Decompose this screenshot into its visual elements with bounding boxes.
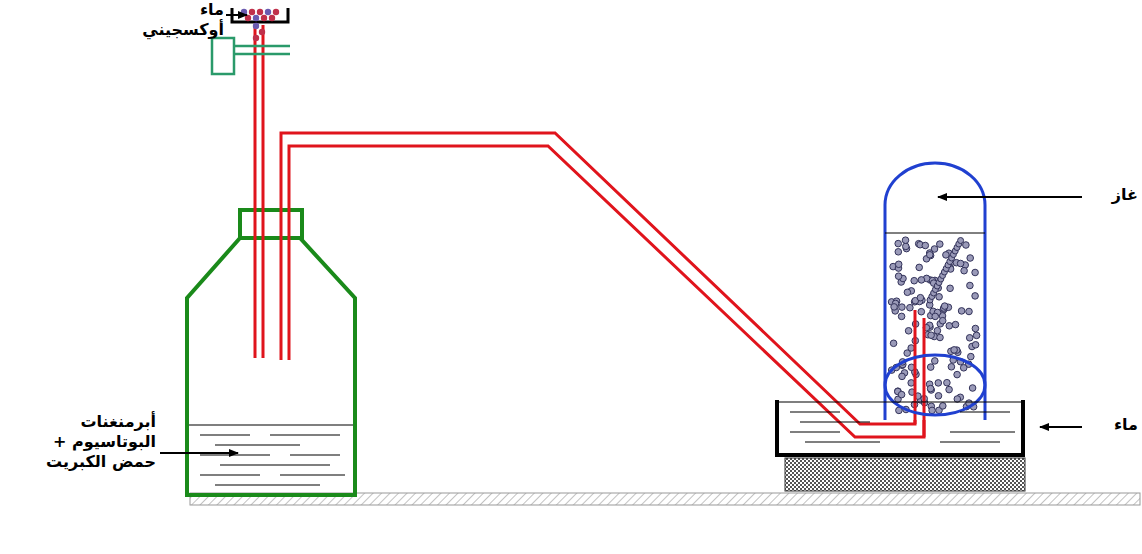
- water-label: ماء: [1088, 415, 1138, 435]
- gas-label: غاز: [1088, 185, 1138, 205]
- reactant-label: أبرمنغنات البوتاسيوم + حمض الكبريت: [26, 412, 156, 472]
- reagent-label: ماء أوكسجيني: [144, 0, 224, 40]
